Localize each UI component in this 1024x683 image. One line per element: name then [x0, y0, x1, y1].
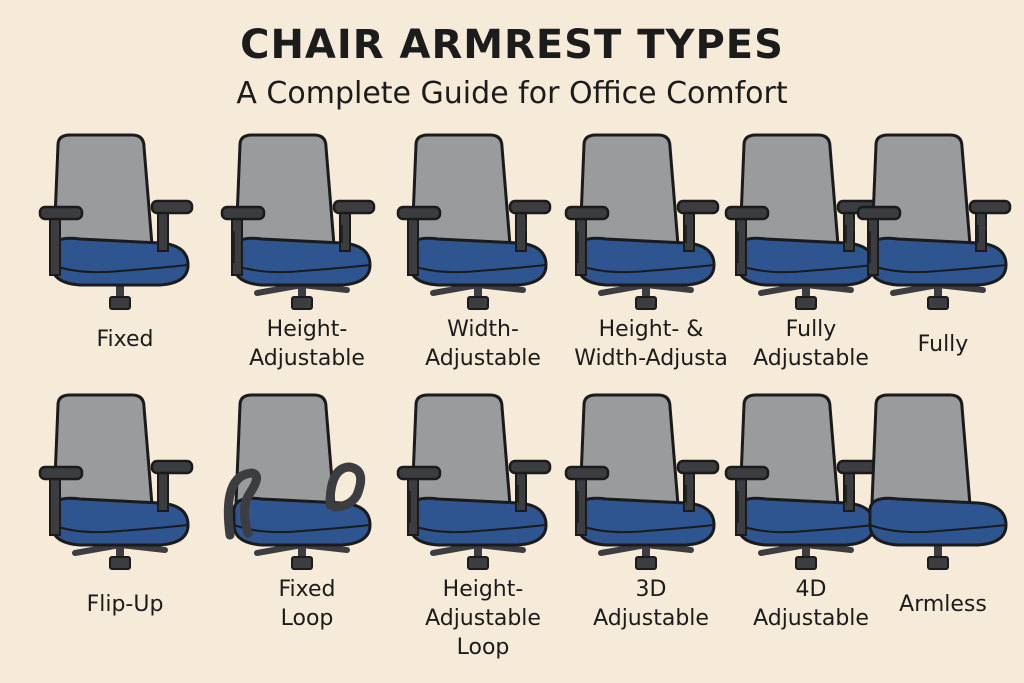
chair-illustration: [724, 393, 880, 570]
chair-label-line: Fully: [917, 332, 969, 357]
chair-label-line: Adjustable: [593, 606, 709, 631]
chair-illustration: [396, 133, 552, 310]
chair-illustration: [856, 133, 1012, 310]
chair-label-line: Loop: [456, 635, 510, 660]
chair-illustration: [38, 133, 194, 310]
chair-label: Flip-Up: [30, 590, 220, 619]
chair-label: Height- & Width-Adjusta: [556, 315, 746, 373]
chair-label-line: Width-Adjusta: [574, 346, 728, 371]
chair-illustration: [564, 133, 720, 310]
chair-label: Armless: [848, 590, 1024, 619]
chair-label-line: Fixed: [96, 327, 154, 352]
chair-label-line: Adjustable: [249, 346, 365, 371]
chair-label-line: Adjustable: [753, 346, 869, 371]
chair-label-line: Width-: [447, 317, 519, 342]
chair-label-line: Height-: [442, 577, 524, 602]
chair-label-line: Adjustable: [753, 606, 869, 631]
chair-label: 3D Adjustable: [556, 575, 746, 633]
page-subtitle: A Complete Guide for Office Comfort: [236, 76, 788, 111]
chair-label: Fixed: [30, 325, 220, 354]
chair-label-line: 3D: [635, 577, 667, 602]
chair-label-line: Height-: [266, 317, 348, 342]
chair-label-line: Loop: [280, 606, 334, 631]
chair-illustration: [38, 393, 194, 570]
chair-label-line: Armless: [899, 592, 987, 617]
chair-label-line: Adjustable: [425, 346, 541, 371]
chair-label-line: Flip-Up: [86, 592, 164, 617]
chair-label-line: Fixed: [278, 577, 336, 602]
chair-label-line: Height- &: [598, 317, 704, 342]
chair-label: Fully: [848, 330, 1024, 359]
page-title: CHAIR ARMREST TYPES: [240, 22, 784, 68]
chair-label-line: Fully: [785, 317, 837, 342]
chair-illustration: [724, 133, 880, 310]
chair-label: Height- Adjustable: [212, 315, 402, 373]
chair-illustration: [564, 393, 720, 570]
chair-label: 4D Adjustable: [716, 575, 906, 633]
chair-illustration: [223, 393, 372, 570]
chair-label-line: Adjustable: [425, 606, 541, 631]
chair-illustration: [868, 393, 1008, 570]
chair-illustration: [396, 393, 552, 570]
chair-label: Width- Adjustable: [388, 315, 578, 373]
chair-illustration: [220, 133, 376, 310]
chair-label-line: 4D: [795, 577, 827, 602]
